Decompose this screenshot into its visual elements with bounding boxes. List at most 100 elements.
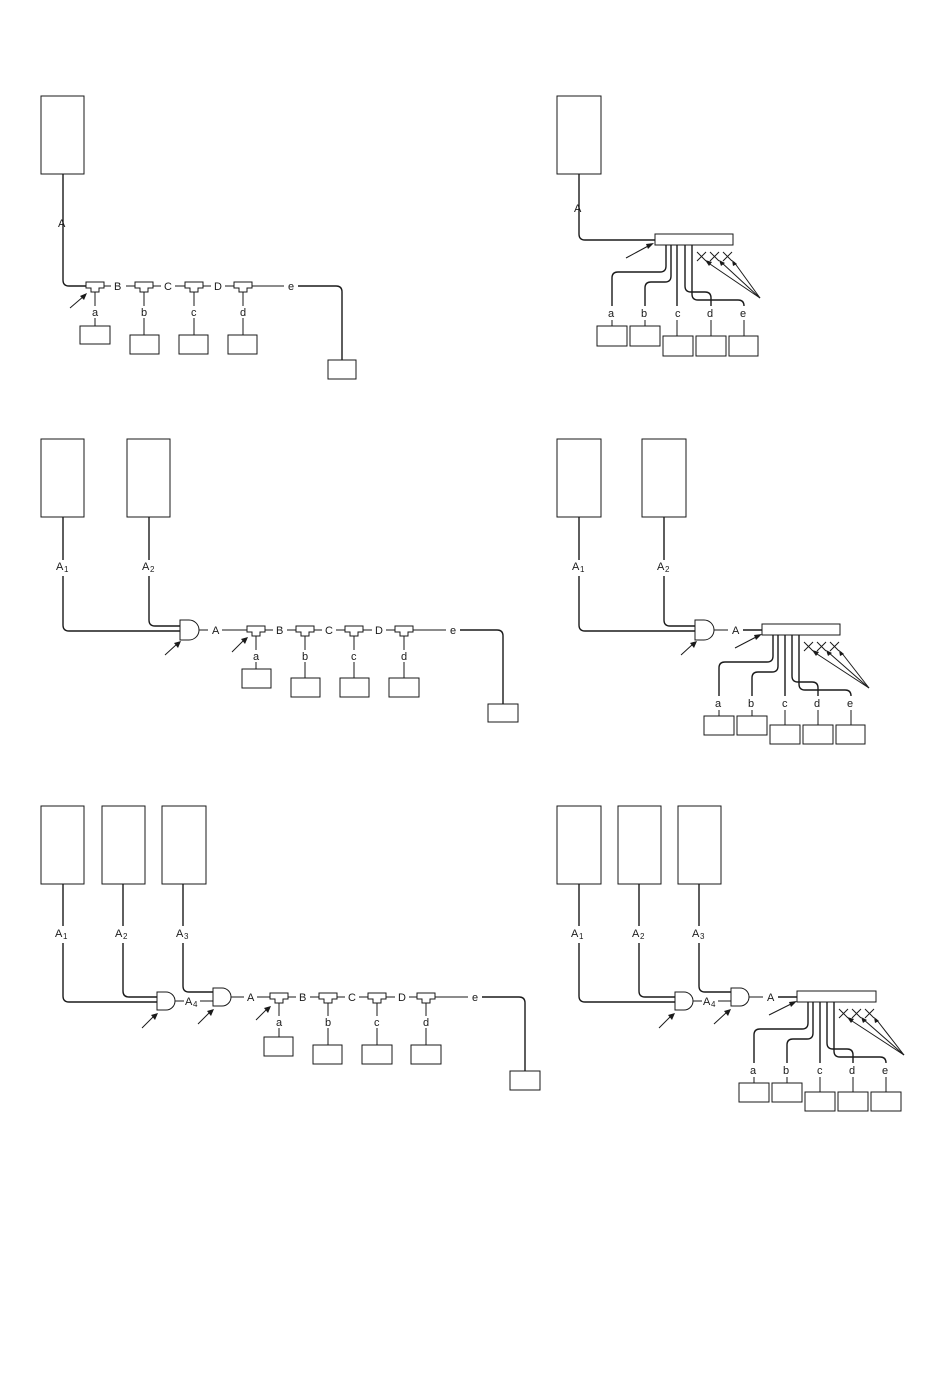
segment-label: B <box>276 625 283 637</box>
load-box <box>729 336 758 356</box>
load-box <box>228 335 257 354</box>
source-box <box>618 806 661 884</box>
and-gate <box>180 620 199 640</box>
load-box <box>80 326 110 344</box>
gate-output-label: A <box>767 992 775 1004</box>
source-box <box>678 806 721 884</box>
and-gate <box>695 620 714 640</box>
load-box <box>836 725 865 744</box>
tap-label: c <box>351 651 357 663</box>
output-label: e <box>847 698 853 710</box>
source-label: A <box>56 561 64 573</box>
load-box <box>770 725 800 744</box>
unused-terminal-markers <box>697 252 732 261</box>
tap-junction: d <box>411 993 441 1064</box>
output-label: d <box>707 308 713 320</box>
tap-label: a <box>92 307 99 319</box>
load-box <box>389 678 419 697</box>
output-label: c <box>675 308 681 320</box>
output-label: d <box>849 1065 855 1077</box>
panel-3: A 1 A 2 A a B b C <box>41 439 518 722</box>
end-load-box <box>510 1071 540 1090</box>
source-box <box>41 806 84 884</box>
source-box <box>102 806 145 884</box>
tap-label: b <box>302 651 308 663</box>
intermediate-label: A <box>185 996 193 1008</box>
tap-junction: c <box>179 282 208 354</box>
end-load-box <box>328 360 356 379</box>
pointer-arrows <box>705 260 760 298</box>
end-label: e <box>450 625 456 637</box>
load-box <box>772 1083 802 1102</box>
gate-output-label: A <box>212 625 220 637</box>
load-box <box>630 326 660 346</box>
and-gate <box>675 992 693 1010</box>
source-subscript: 3 <box>700 932 705 941</box>
end-label: e <box>472 992 478 1004</box>
load-box <box>264 1037 293 1056</box>
source-label: A <box>176 928 184 940</box>
load-box <box>739 1083 769 1102</box>
source-label: A <box>142 561 150 573</box>
end-load-box <box>488 704 518 722</box>
tap-label: d <box>423 1017 429 1029</box>
panel-6: A 1 A 2 A 3 A 4 A a b c d e <box>557 806 904 1111</box>
source-box <box>557 806 601 884</box>
panel-1: A a B b C c D <box>41 96 356 379</box>
tap-label: a <box>276 1017 283 1029</box>
gate-output-label: A <box>247 992 255 1004</box>
panel-2: A a b c d e <box>557 96 760 356</box>
output-label: d <box>814 698 820 710</box>
load-box <box>597 326 627 346</box>
segment-label: B <box>299 992 306 1004</box>
pointer-arrow <box>70 293 87 308</box>
source-box <box>557 439 601 517</box>
gate-output-label: A <box>732 625 740 637</box>
segment-label: D <box>375 625 383 637</box>
load-box <box>411 1045 441 1064</box>
output-label: b <box>641 308 647 320</box>
load-box <box>340 678 369 697</box>
pointer-arrow <box>142 1013 158 1028</box>
pointer-arrow <box>232 637 248 652</box>
tap-junction: a <box>80 282 110 344</box>
load-box <box>663 336 693 356</box>
source-label: A <box>632 928 640 940</box>
panel-5: A 1 A 2 A 3 A 4 A a B <box>41 806 540 1090</box>
tap-label: c <box>374 1017 380 1029</box>
source-label: A <box>657 561 665 573</box>
tap-junction: c <box>362 993 392 1064</box>
tap-junction: b <box>130 282 159 354</box>
and-gate <box>731 988 749 1006</box>
source-label: A <box>55 928 63 940</box>
output-label: a <box>608 308 615 320</box>
intermediate-subscript: 4 <box>193 1000 198 1009</box>
tap-label: d <box>240 307 246 319</box>
tap-junction: b <box>291 626 320 697</box>
load-box <box>313 1045 342 1064</box>
intermediate-subscript: 4 <box>711 1000 716 1009</box>
tap-label: a <box>253 651 260 663</box>
load-box <box>871 1092 901 1111</box>
load-box <box>838 1092 868 1111</box>
segment-label: C <box>325 625 333 637</box>
output-label: c <box>782 698 788 710</box>
tap-junction: a <box>264 993 293 1056</box>
and-gate <box>157 992 175 1010</box>
intermediate-label: A <box>703 996 711 1008</box>
source-subscript: 1 <box>579 932 584 941</box>
output-label: a <box>715 698 722 710</box>
load-box <box>696 336 726 356</box>
tap-junction: d <box>389 626 419 697</box>
tap-junction: a <box>242 626 271 688</box>
pointer-arrow <box>659 1013 675 1028</box>
tap-junction: b <box>313 993 342 1064</box>
tap-label: c <box>191 307 197 319</box>
pointer-arrows <box>812 650 869 688</box>
output-label: e <box>882 1065 888 1077</box>
output-label: a <box>750 1065 757 1077</box>
tap-junction: d <box>228 282 257 354</box>
load-box <box>704 716 734 735</box>
distribution-block <box>655 234 733 245</box>
